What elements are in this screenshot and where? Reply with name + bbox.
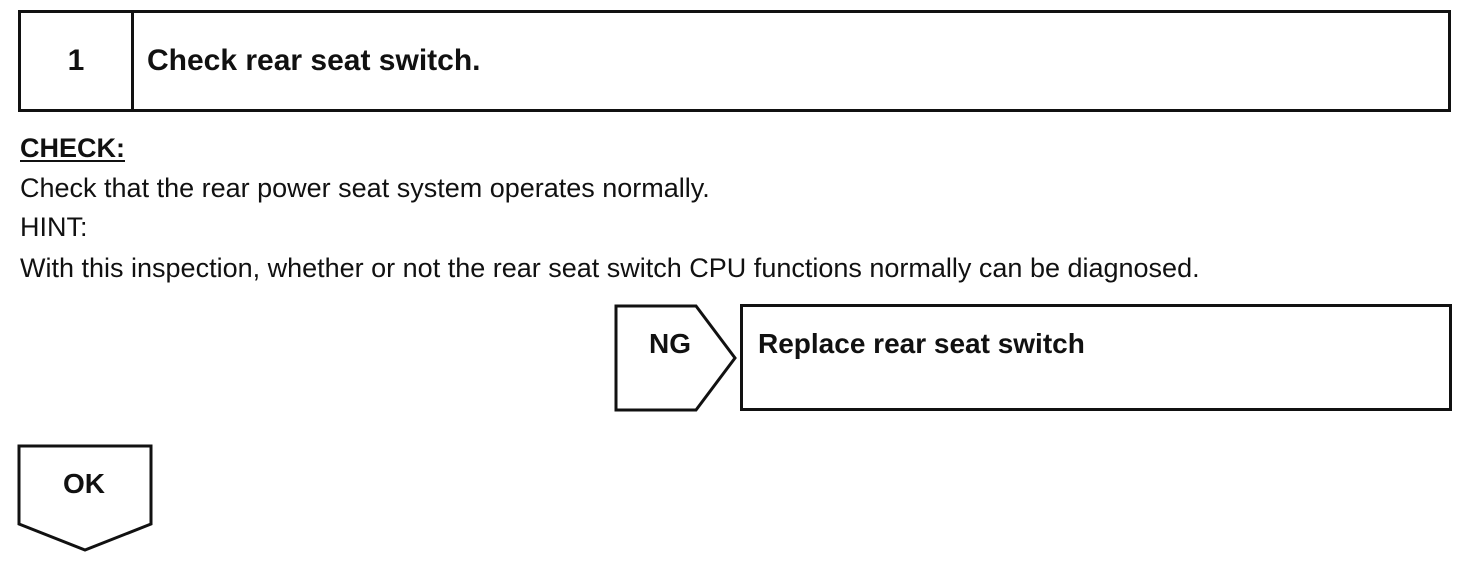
step-header: 1 Check rear seat switch. (18, 10, 1451, 112)
hint-text: With this inspection, whether or not the… (20, 253, 1200, 283)
check-text: Check that the rear power seat system op… (20, 173, 710, 203)
hint-heading: HINT: (20, 212, 88, 242)
ok-label: OK (63, 468, 105, 499)
ng-result-box: Replace rear seat switch (740, 304, 1452, 411)
step-number: 1 (21, 13, 134, 109)
check-heading: CHECK: (20, 133, 125, 163)
step-title: Check rear seat switch. (147, 44, 481, 77)
ng-label: NG (649, 328, 691, 359)
ng-arrow-shape (614, 304, 737, 412)
ok-arrow-shape (17, 444, 153, 552)
